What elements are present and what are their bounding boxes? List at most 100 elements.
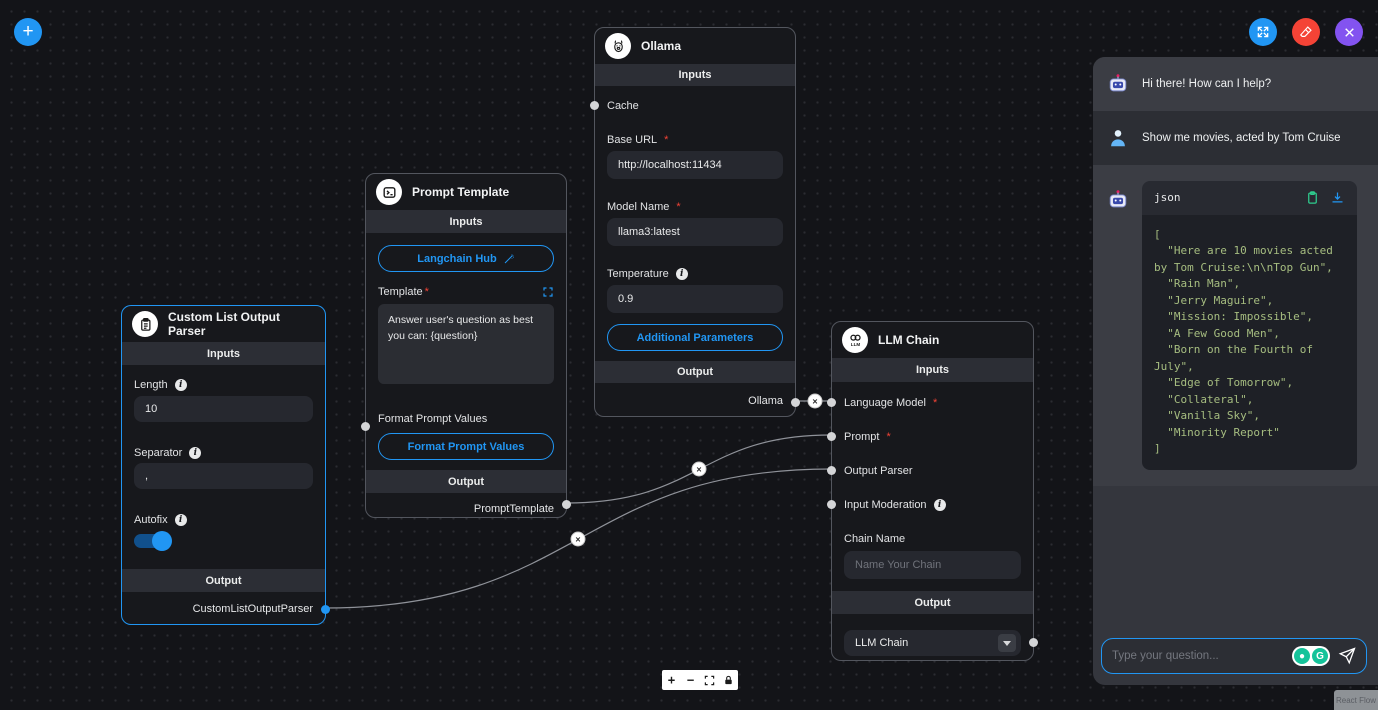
- edge-delete-button[interactable]: ×: [570, 531, 586, 547]
- zoom-out-button[interactable]: −: [686, 673, 695, 687]
- eraser-icon: [1299, 26, 1312, 37]
- expand-arrows-icon: [1257, 26, 1269, 38]
- additional-parameters-button[interactable]: Additional Parameters: [607, 324, 783, 351]
- template-label-row: Template*: [366, 285, 566, 299]
- chat-question-input[interactable]: [1112, 650, 1284, 662]
- expand-icon[interactable]: [542, 286, 554, 298]
- code-content: [ "Here are 10 movies acted by Tom Cruis…: [1142, 214, 1357, 470]
- info-icon[interactable]: i: [933, 499, 946, 511]
- language-model-label: Language Model*: [844, 397, 938, 409]
- autofix-toggle[interactable]: [134, 531, 172, 551]
- grammarly-icon[interactable]: G: [1312, 648, 1328, 664]
- format-prompt-values-label: Format Prompt Values: [378, 413, 488, 425]
- lock-button[interactable]: [720, 672, 737, 689]
- user-avatar-icon: [1111, 130, 1125, 147]
- inputs-section-header: Inputs: [122, 342, 325, 365]
- output-anchor-label: PromptTemplate: [473, 502, 554, 515]
- model-name-label: Model Name*: [607, 201, 681, 213]
- canvas-controls: + −: [662, 670, 738, 690]
- node-title: Custom List Output Parser: [168, 310, 280, 338]
- base-url-input[interactable]: [607, 151, 783, 179]
- close-icon: [1344, 27, 1354, 37]
- output-anchor-label: CustomListOutputParser: [192, 603, 313, 615]
- close-chat-button[interactable]: [1335, 18, 1363, 46]
- model-name-input[interactable]: [607, 218, 783, 246]
- length-input[interactable]: [134, 396, 313, 422]
- output-section-header: Output: [366, 470, 566, 493]
- chat-panel: Hi there! How can I help? Show me movies…: [1093, 57, 1378, 685]
- port-cache-input[interactable]: [590, 101, 599, 110]
- port-parser-output[interactable]: [321, 605, 330, 614]
- port-output-parser-input[interactable]: [827, 466, 836, 475]
- port-format-values-input[interactable]: [361, 422, 370, 431]
- langchain-hub-button[interactable]: Langchain Hub: [378, 245, 554, 272]
- node-header: Custom List Output Parser: [122, 306, 325, 342]
- edge-delete-button[interactable]: ×: [691, 461, 707, 477]
- output-section-header: Output: [832, 591, 1033, 614]
- output-select[interactable]: LLM Chain: [844, 630, 1021, 656]
- info-icon[interactable]: i: [174, 514, 187, 526]
- base-url-label: Base URL*: [607, 134, 669, 146]
- node-title: Ollama: [641, 39, 682, 53]
- chain-name-label: Chain Name: [844, 533, 906, 545]
- cache-label: Cache: [607, 100, 639, 112]
- port-input-moderation-input[interactable]: [827, 500, 836, 509]
- send-icon[interactable]: [1338, 647, 1356, 665]
- chevron-down-icon[interactable]: [998, 634, 1016, 652]
- port-llm-chain-output[interactable]: [1029, 638, 1038, 647]
- output-section-header: Output: [595, 361, 795, 383]
- copy-icon[interactable]: [1305, 190, 1320, 205]
- node-llm-chain[interactable]: LLM LLM Chain Inputs Language Model* Pro…: [827, 321, 1038, 661]
- port-prompttemplate-output[interactable]: [562, 500, 571, 509]
- port-language-model-input[interactable]: [827, 398, 836, 407]
- expand-chat-button[interactable]: [1249, 18, 1277, 46]
- inputs-section-header: Inputs: [832, 358, 1033, 382]
- user-message: Show me movies, acted by Tom Cruise: [1093, 111, 1378, 165]
- code-language-label: json: [1154, 191, 1181, 204]
- user-message-text: Show me movies, acted by Tom Cruise: [1142, 131, 1341, 144]
- temperature-input[interactable]: [607, 285, 783, 313]
- fit-view-button[interactable]: [701, 672, 718, 689]
- separator-input[interactable]: [134, 463, 313, 489]
- lightbulb-extension-icon[interactable]: ●: [1294, 648, 1310, 664]
- info-icon[interactable]: i: [675, 268, 688, 280]
- output-select-value: LLM Chain: [855, 637, 909, 649]
- info-icon[interactable]: i: [174, 379, 187, 391]
- output-anchor-label: Ollama: [748, 394, 783, 407]
- code-block: json [ "Here are 10 movies acted by Tom …: [1142, 181, 1357, 470]
- clear-chat-button[interactable]: [1292, 18, 1320, 46]
- extension-icons[interactable]: ●G: [1292, 646, 1330, 666]
- prompt-label: Prompt*: [844, 431, 891, 443]
- bot-message-text: Hi there! How can I help?: [1142, 77, 1272, 90]
- node-header: Prompt Template: [366, 174, 566, 210]
- template-textarea[interactable]: Answer user's question as best you can: …: [378, 304, 554, 384]
- wand-icon: [504, 254, 514, 263]
- add-node-button[interactable]: +: [14, 18, 42, 46]
- chat-input-container: ●G: [1101, 638, 1367, 674]
- zoom-in-button[interactable]: +: [667, 673, 676, 687]
- chain-name-input[interactable]: [844, 551, 1021, 579]
- edge-delete-button[interactable]: ×: [807, 393, 823, 409]
- port-ollama-output[interactable]: [791, 398, 800, 407]
- node-prompt-template[interactable]: Prompt Template Inputs Langchain Hub Tem…: [361, 173, 571, 518]
- svg-text:LLM: LLM: [850, 342, 860, 347]
- format-prompt-values-button[interactable]: Format Prompt Values: [378, 433, 554, 460]
- node-header: LLM LLM Chain: [832, 322, 1033, 358]
- code-block-header: json: [1142, 181, 1357, 215]
- node-title: LLM Chain: [878, 333, 940, 347]
- ollama-icon: [605, 33, 631, 59]
- node-title: Prompt Template: [412, 185, 510, 199]
- port-prompt-input[interactable]: [827, 432, 836, 441]
- download-icon[interactable]: [1330, 190, 1345, 205]
- inputs-section-header: Inputs: [366, 210, 566, 233]
- output-section-header: Output: [122, 569, 325, 592]
- node-ollama[interactable]: Ollama Inputs Cache Base URL* Model Name…: [590, 27, 800, 417]
- info-icon[interactable]: i: [189, 447, 202, 459]
- inputs-section-header: Inputs: [595, 64, 795, 86]
